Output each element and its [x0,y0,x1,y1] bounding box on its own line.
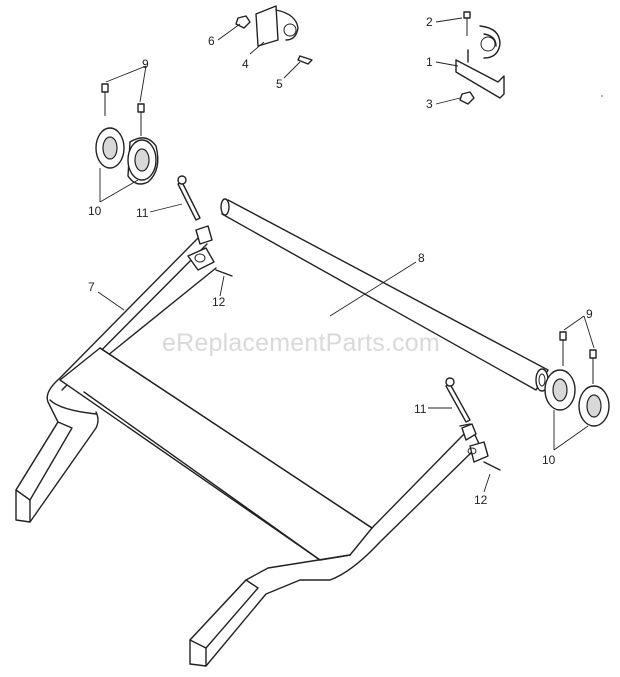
frame-part-7 [15,235,481,667]
callout-10-lower: 10 [542,453,556,467]
callout-12-upper: 12 [212,295,226,309]
callout-3: 3 [426,97,433,111]
nut-part-3 [459,91,475,105]
set-screw-part-9 [101,83,597,384]
callout-7: 7 [88,280,95,294]
cotter-pin-part-12 [215,269,501,471]
callout-5: 5 [276,77,283,91]
clevis-end-left [187,225,215,271]
callout-4: 4 [242,57,249,71]
pin-part-11 [177,175,471,423]
nut-part-6 [235,15,251,29]
callout-1: 1 [426,55,433,69]
bracket-part-1 [455,11,505,99]
watermark: eReplacementParts.com [162,329,440,357]
callout-2: 2 [426,15,433,29]
callout-11-lower: 11 [414,402,427,416]
clevis-end-right [461,423,489,463]
callout-12-lower: 12 [474,493,488,507]
axle-tube-part-8 [220,198,549,392]
leader-lines [97,17,595,493]
callout-6: 6 [208,34,215,48]
callout-8: 8 [418,251,425,265]
callout-11-upper: 11 [136,206,149,220]
callout-9-lower: 9 [586,307,593,321]
collar-part-10-lower [544,369,610,427]
bracket-part-4 [255,5,313,65]
collar-part-10-upper [95,127,159,185]
callout-9-upper: 9 [142,57,149,71]
stray-dot [601,95,603,97]
callout-10-upper: 10 [88,204,102,218]
